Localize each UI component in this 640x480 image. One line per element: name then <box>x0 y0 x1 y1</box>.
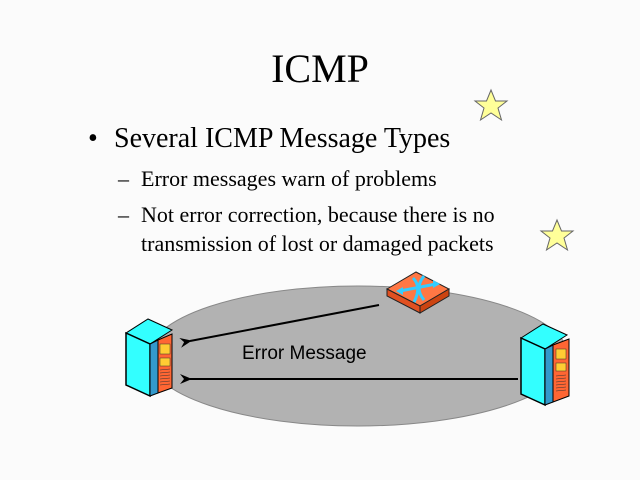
server-icon <box>124 318 174 398</box>
sub-bullet-marker: – <box>118 202 129 227</box>
sub-bullet-marker: – <box>118 166 129 191</box>
router-icon <box>385 271 451 314</box>
star-icon <box>473 88 509 122</box>
sub-bullet-line-2: transmission of lost or damaged packets <box>141 231 494 256</box>
sub-bullet-line-1: Not error correction, because there is n… <box>141 202 495 227</box>
error-message-label: Error Message <box>242 343 367 364</box>
sub-bullet-text: Not error correction, because there is n… <box>141 200 495 258</box>
slide-title: ICMP <box>271 46 369 91</box>
server-icon <box>519 323 570 407</box>
sub-bullet-text: Error messages warn of problems <box>141 166 437 191</box>
bullet-marker: • <box>88 123 98 154</box>
arrow-router-to-left-server <box>179 304 380 348</box>
star-icon <box>539 218 575 252</box>
bullet-text: Several ICMP Message Types <box>114 123 451 154</box>
